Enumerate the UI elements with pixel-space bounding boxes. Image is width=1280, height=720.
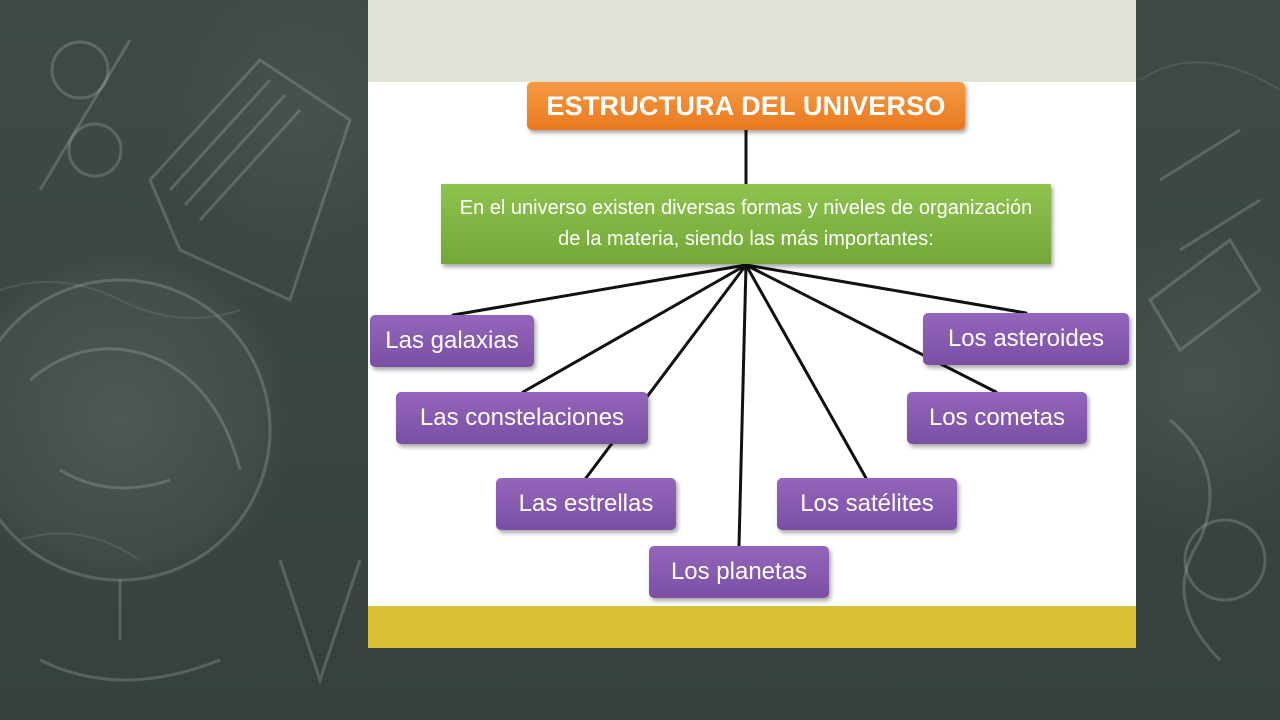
item-node-constelaciones: Las constelaciones — [396, 392, 648, 444]
slide-bottom-band — [368, 606, 1136, 648]
connector-cometas — [744, 263, 998, 394]
item-node-satelites: Los satélites — [777, 478, 957, 530]
slide: ESTRUCTURA DEL UNIVERSO En el universo e… — [368, 0, 1136, 648]
connector-constelaciones — [521, 263, 748, 394]
title-node: ESTRUCTURA DEL UNIVERSO — [527, 82, 965, 130]
item-node-estrellas: Las estrellas — [496, 478, 676, 530]
connector-planetas — [737, 263, 748, 548]
item-node-galaxias: Las galaxias — [370, 315, 534, 367]
item-node-asteroides: Los asteroides — [923, 313, 1129, 365]
item-node-planetas: Los planetas — [649, 546, 829, 598]
connector-satelites — [744, 263, 868, 480]
slide-top-band — [368, 0, 1136, 82]
connector-galaxias — [451, 263, 748, 317]
connector-lines — [451, 128, 1028, 548]
connector-estrellas — [584, 263, 748, 480]
description-node: En el universo existen diversas formas y… — [441, 184, 1051, 264]
item-node-cometas: Los cometas — [907, 392, 1087, 444]
connector-asteroides — [744, 263, 1028, 315]
